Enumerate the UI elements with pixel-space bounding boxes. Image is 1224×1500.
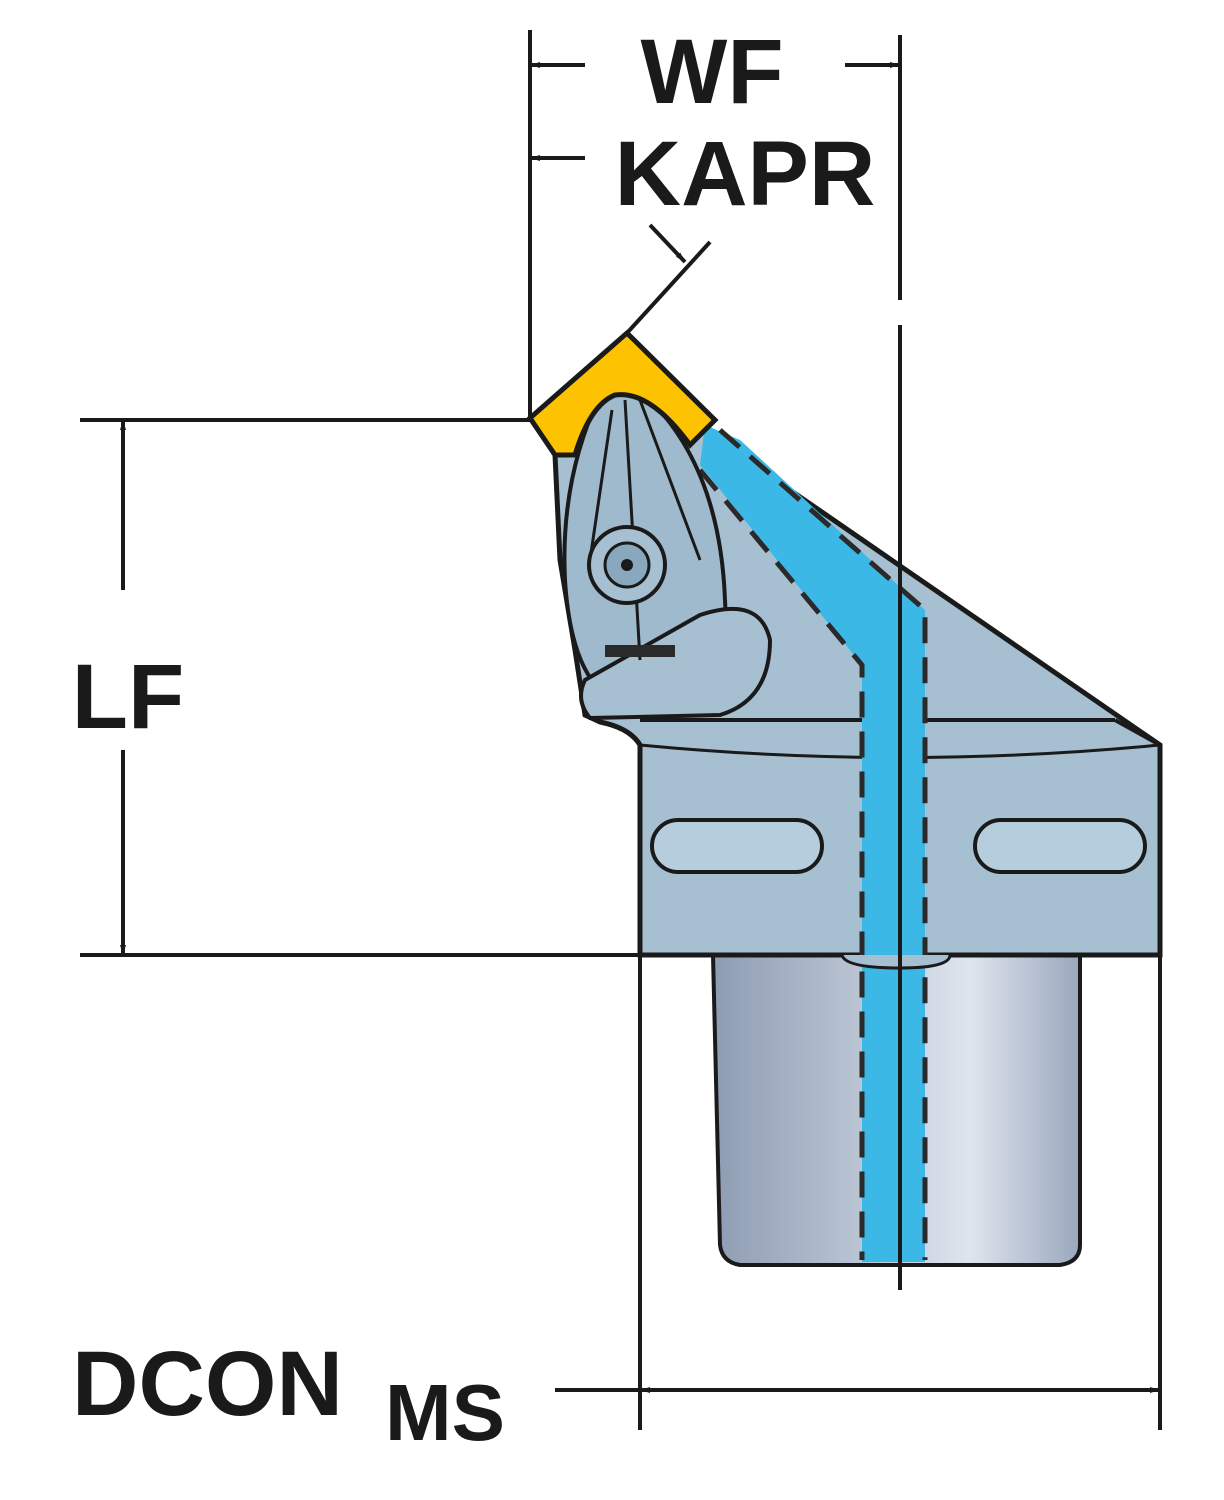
slot-right — [973, 818, 1147, 874]
clamp — [562, 386, 773, 721]
label-wf: WF — [640, 21, 783, 123]
cutting-insert — [526, 329, 719, 458]
label-lf: LF — [72, 646, 184, 748]
label-dcon-subscript: MS — [385, 1368, 505, 1457]
label-kapr: KAPR — [615, 123, 876, 225]
slot-left — [650, 818, 824, 874]
label-dcon: DCON — [72, 1333, 343, 1435]
dimension-lines — [80, 30, 1162, 1430]
